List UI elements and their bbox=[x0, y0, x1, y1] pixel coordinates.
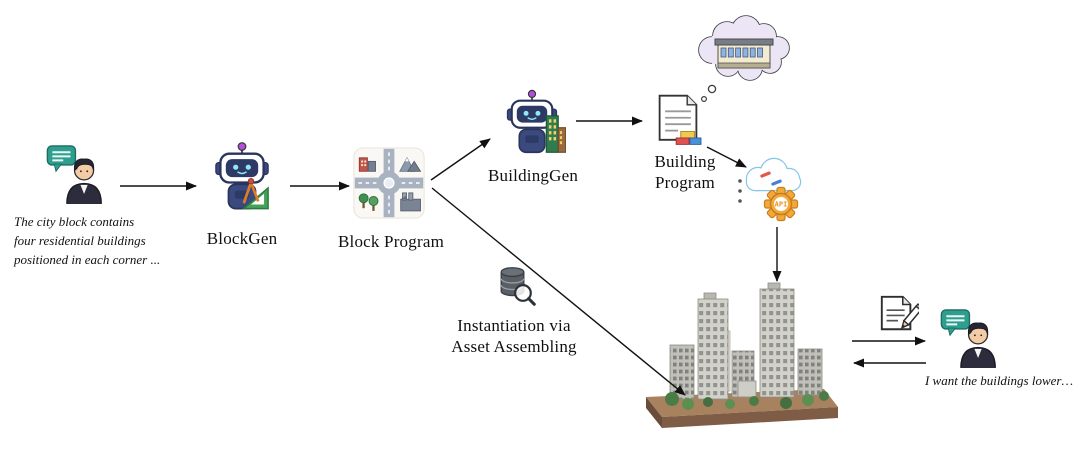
reviewer-icon bbox=[940, 308, 998, 368]
blockgen-robot-icon bbox=[206, 140, 278, 216]
city-3d-model bbox=[642, 277, 840, 437]
buildings-icon bbox=[545, 115, 566, 153]
buildinggen-robot-icon bbox=[498, 88, 566, 159]
dreamed-building-icon bbox=[714, 38, 774, 69]
feedback-text: I want the buildings lower… bbox=[924, 373, 1074, 388]
instantiation-label: Instantiation via Asset Assembling bbox=[451, 316, 577, 356]
buildinggen-label: BuildingGen bbox=[487, 166, 579, 185]
building-program-icon bbox=[652, 92, 704, 149]
block-program-label: Block Program bbox=[337, 232, 444, 251]
drafting-tools-icon bbox=[241, 177, 269, 210]
building-program-label: Building Program bbox=[654, 152, 716, 192]
thought-bubble-building-icon bbox=[692, 14, 796, 88]
gear-icon: API bbox=[763, 186, 799, 222]
document-pencil-icon bbox=[877, 294, 919, 334]
model-trees bbox=[665, 391, 829, 410]
block-program-icon bbox=[353, 147, 425, 219]
database-magnifier-icon bbox=[496, 264, 536, 308]
user-prompt-text: The city block contains four residential… bbox=[14, 214, 161, 267]
api-cloud-gear-icon: API bbox=[736, 157, 806, 223]
api-badge-text: API bbox=[775, 201, 788, 209]
user-icon bbox=[46, 144, 104, 204]
blockgen-label: BlockGen bbox=[206, 229, 278, 248]
